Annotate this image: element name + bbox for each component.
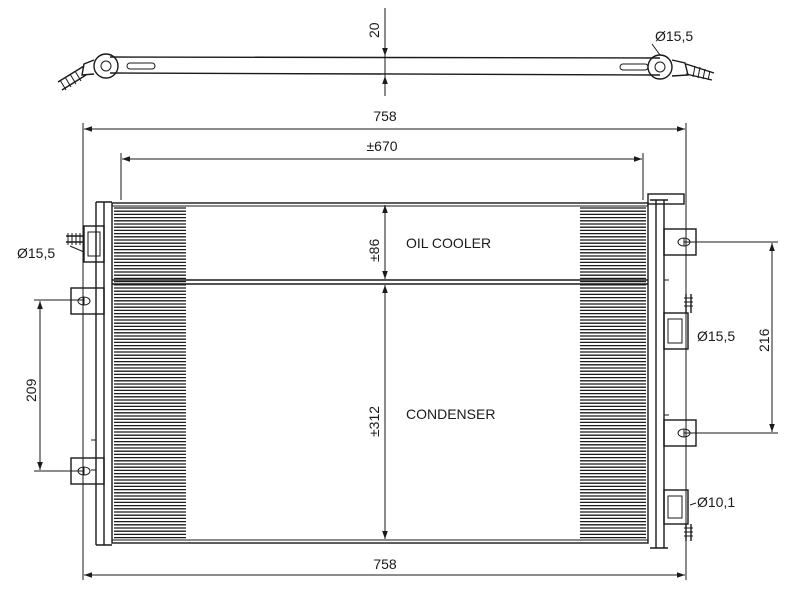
right-fitting-upper: Ø15,5 [663, 294, 735, 350]
top-offset-label: 20 [366, 22, 382, 38]
right-fitting-lower-diameter-label: Ø10,1 [697, 494, 735, 510]
left-fitting-diameter-label: Ø15,5 [17, 245, 55, 261]
condenser-height-label: ±312 [366, 406, 382, 437]
oil-cooler-label: OIL COOLER [406, 235, 491, 251]
left-bracket-spacing-label: 209 [23, 378, 39, 402]
left-bracket-spacing-dimension: 209 [23, 299, 84, 472]
oil-cooler-height-label: ±86 [366, 239, 382, 262]
fin-block-left [114, 207, 186, 539]
top-pipe-view: 20 Ø15,5 [57, 8, 715, 96]
overall-width-dimension-bottom: 758 [84, 556, 685, 578]
overall-width-bottom-label: 758 [373, 556, 397, 572]
oil-cooler-height-dimension: ±86 [366, 205, 388, 279]
right-fitting-lower: Ø10,1 [663, 489, 735, 541]
overall-width-top-label: 758 [373, 108, 397, 124]
condenser-label: CONDENSER [406, 406, 495, 422]
fin-block-right [580, 207, 646, 539]
core-width-dimension: ±670 [120, 138, 644, 200]
right-pipe-thread [685, 63, 715, 81]
right-fitting-upper-diameter-label: Ø15,5 [697, 328, 735, 344]
overall-width-dimension-top: 758 [82, 108, 687, 580]
left-bracket-upper [70, 287, 105, 315]
radiator-front-view [91, 193, 685, 549]
right-bracket-spacing-label: 216 [756, 328, 772, 352]
right-bracket-spacing-dimension: 216 [684, 241, 778, 434]
core-width-label: ±670 [366, 138, 397, 154]
left-inlet-fitting: Ø15,5 [17, 225, 105, 263]
condenser-height-dimension: ±312 [366, 285, 388, 539]
top-pipe-diameter-label: Ø15,5 [655, 28, 693, 44]
left-pipe-thread [57, 65, 87, 91]
